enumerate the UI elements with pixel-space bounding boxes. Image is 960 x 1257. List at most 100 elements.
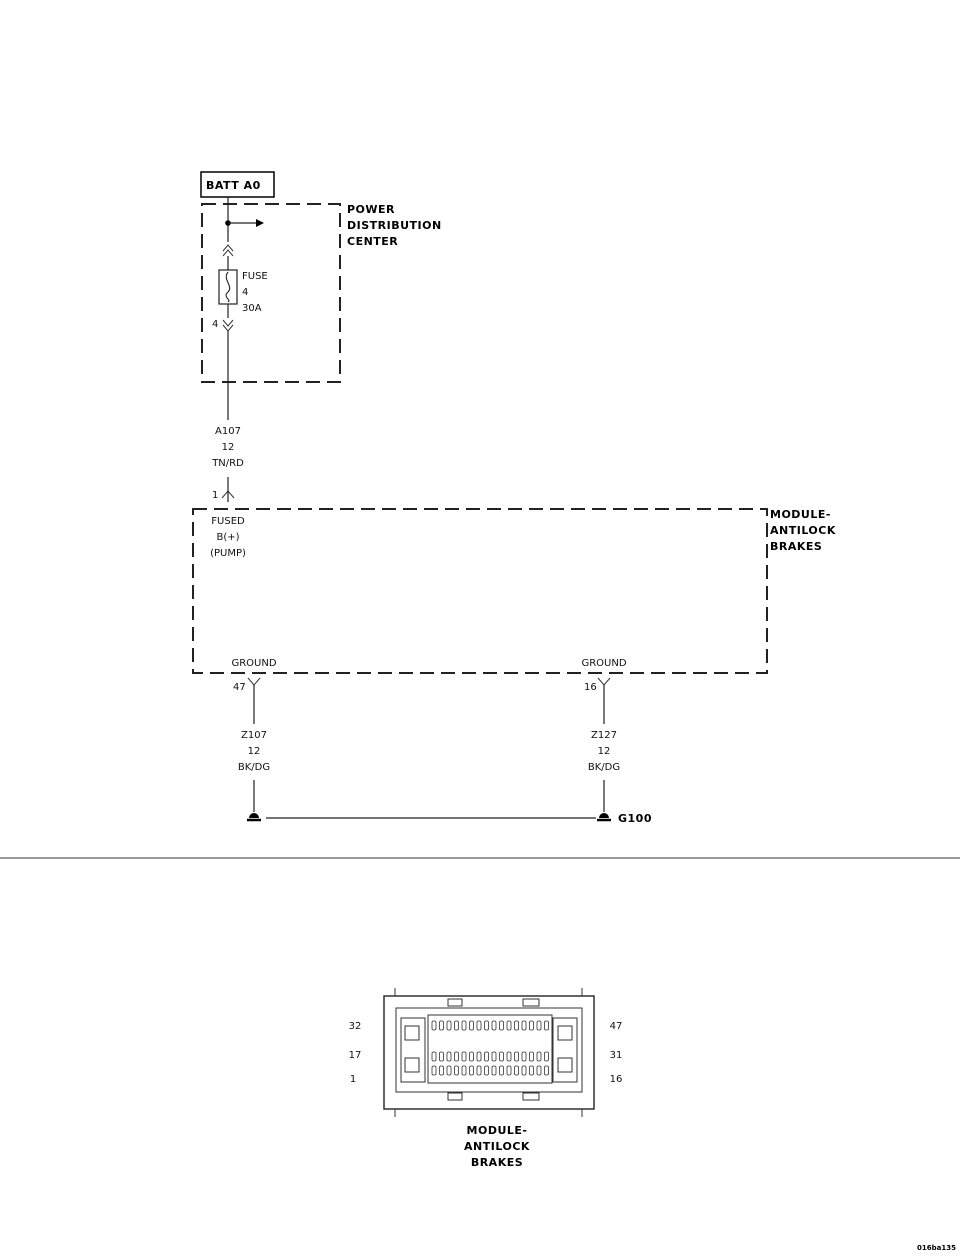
pin-cavity [536,1051,542,1062]
pin-cavity [469,1020,474,1031]
wire-z127-color: BK/DG [588,762,620,773]
abs-module: MODULE- ANTILOCK BRAKES FUSED B(+) (PUMP… [192,508,836,674]
ground-g100: G100 [247,812,652,825]
pdc-label-line3: CENTER [347,235,398,248]
side-key-right [552,1017,578,1083]
ground-left-icon [249,813,259,818]
pin-cavity [491,1065,497,1076]
pin-cavity [469,1051,474,1062]
pin1-label-line3: (PUMP) [210,548,246,559]
pin-cavity [529,1065,534,1076]
wire-a107-circuit: A107 [215,426,241,437]
pin-cavity [439,1051,444,1062]
pin-cavity [521,1065,527,1076]
pin-cavity [454,1020,459,1031]
connector-pin-17: 17 [349,1050,362,1061]
pin-cavity [446,1065,452,1076]
pin-cavity [476,1020,482,1031]
pin-cavity [461,1020,467,1031]
pin-cavity [514,1020,519,1031]
pin47-connector-icon [247,677,261,686]
pin-cavity [499,1051,504,1062]
ground-right-label: GROUND [581,658,626,669]
pin-cavity [439,1065,444,1076]
pin-row-top [431,1020,549,1031]
pin-cavity [491,1020,497,1031]
figure-id: 016ba135 [917,1244,956,1252]
connector-label-line3: BRAKES [471,1156,523,1169]
pin16-connector-icon [597,677,611,686]
pin-row-middle [431,1051,549,1062]
pin-cavity [439,1020,444,1031]
connector-pin-1: 1 [350,1074,356,1085]
wire-a107-color: TN/RD [211,458,244,469]
fuse-number: 4 [242,287,248,298]
branch-arrow-icon [256,219,264,227]
battery-label: BATT A0 [206,179,261,192]
pdc-label-line1: POWER [347,203,395,216]
pin1-label-line2: B(+) [216,532,239,543]
pin-cavity [521,1020,527,1031]
wire-z127-gauge: 12 [598,746,611,757]
pin-cavity [544,1065,549,1076]
pin-cavity [484,1051,489,1062]
latch-bottom-left [447,1092,463,1101]
fuse-4: FUSE 4 30A [218,269,268,314]
fuse-pin: 4 [212,319,218,330]
battery-source: BATT A0 [200,171,275,198]
pin-cavity [491,1051,497,1062]
pin-cavity [514,1051,519,1062]
pin-cavity [484,1020,489,1031]
ground-right-icon [599,813,609,818]
pin-cavity [506,1065,512,1076]
pin-cavity [461,1065,467,1076]
latch-top-left [447,998,463,1007]
pin47-number: 47 [233,682,246,693]
pin-cavity [529,1051,534,1062]
pin1-number: 1 [212,490,218,501]
pin-cavity [499,1065,504,1076]
pin-cavity [431,1051,437,1062]
pin-cavity [521,1051,527,1062]
pin-cavity-block [427,1014,553,1084]
pin-cavity [506,1020,512,1031]
pin-cavity [461,1051,467,1062]
pin-cavity [544,1051,549,1062]
fuse-rating: 30A [242,303,262,314]
wire-z107-color: BK/DG [238,762,270,773]
pin-cavity [484,1065,489,1076]
pin-cavity [536,1020,542,1031]
pin1-label-line1: FUSED [211,516,245,527]
latch-top-right [522,998,540,1007]
pin-cavity [454,1065,459,1076]
pin-row-bottom [431,1065,549,1076]
abs-label-line2: ANTILOCK [770,524,836,537]
pin-cavity [544,1020,549,1031]
ground-point-label: G100 [618,812,652,825]
pin-cavity [446,1051,452,1062]
pin-cavity [446,1020,452,1031]
connector-label-line2: ANTILOCK [464,1140,530,1153]
connector-pin-16: 16 [610,1074,623,1085]
connector-label-line1: MODULE- [467,1124,528,1137]
pin-cavity [514,1065,519,1076]
latch-bottom-right [522,1092,540,1101]
pin-cavity [454,1051,459,1062]
abs-label-line3: BRAKES [770,540,822,553]
pin-cavity [476,1051,482,1062]
pin-cavity [499,1020,504,1031]
fuse-label: FUSE [242,271,268,282]
pin-cavity [506,1051,512,1062]
wire-a107-gauge: 12 [222,442,235,453]
wire-z127-circuit: Z127 [591,730,617,741]
connector-inner-frame [395,1007,583,1093]
pin-cavity [431,1020,437,1031]
abs-connector-face: 32 17 1 47 31 16 MODULE- ANTILOCK BRAKES [349,988,623,1169]
wire-z107-circuit: Z107 [241,730,267,741]
ground-left-label: GROUND [231,658,276,669]
pdc-label-line2: DISTRIBUTION [347,219,442,232]
wire-z107-gauge: 12 [248,746,261,757]
power-distribution-center: POWER DISTRIBUTION CENTER [201,203,442,383]
side-key-left [400,1017,426,1083]
